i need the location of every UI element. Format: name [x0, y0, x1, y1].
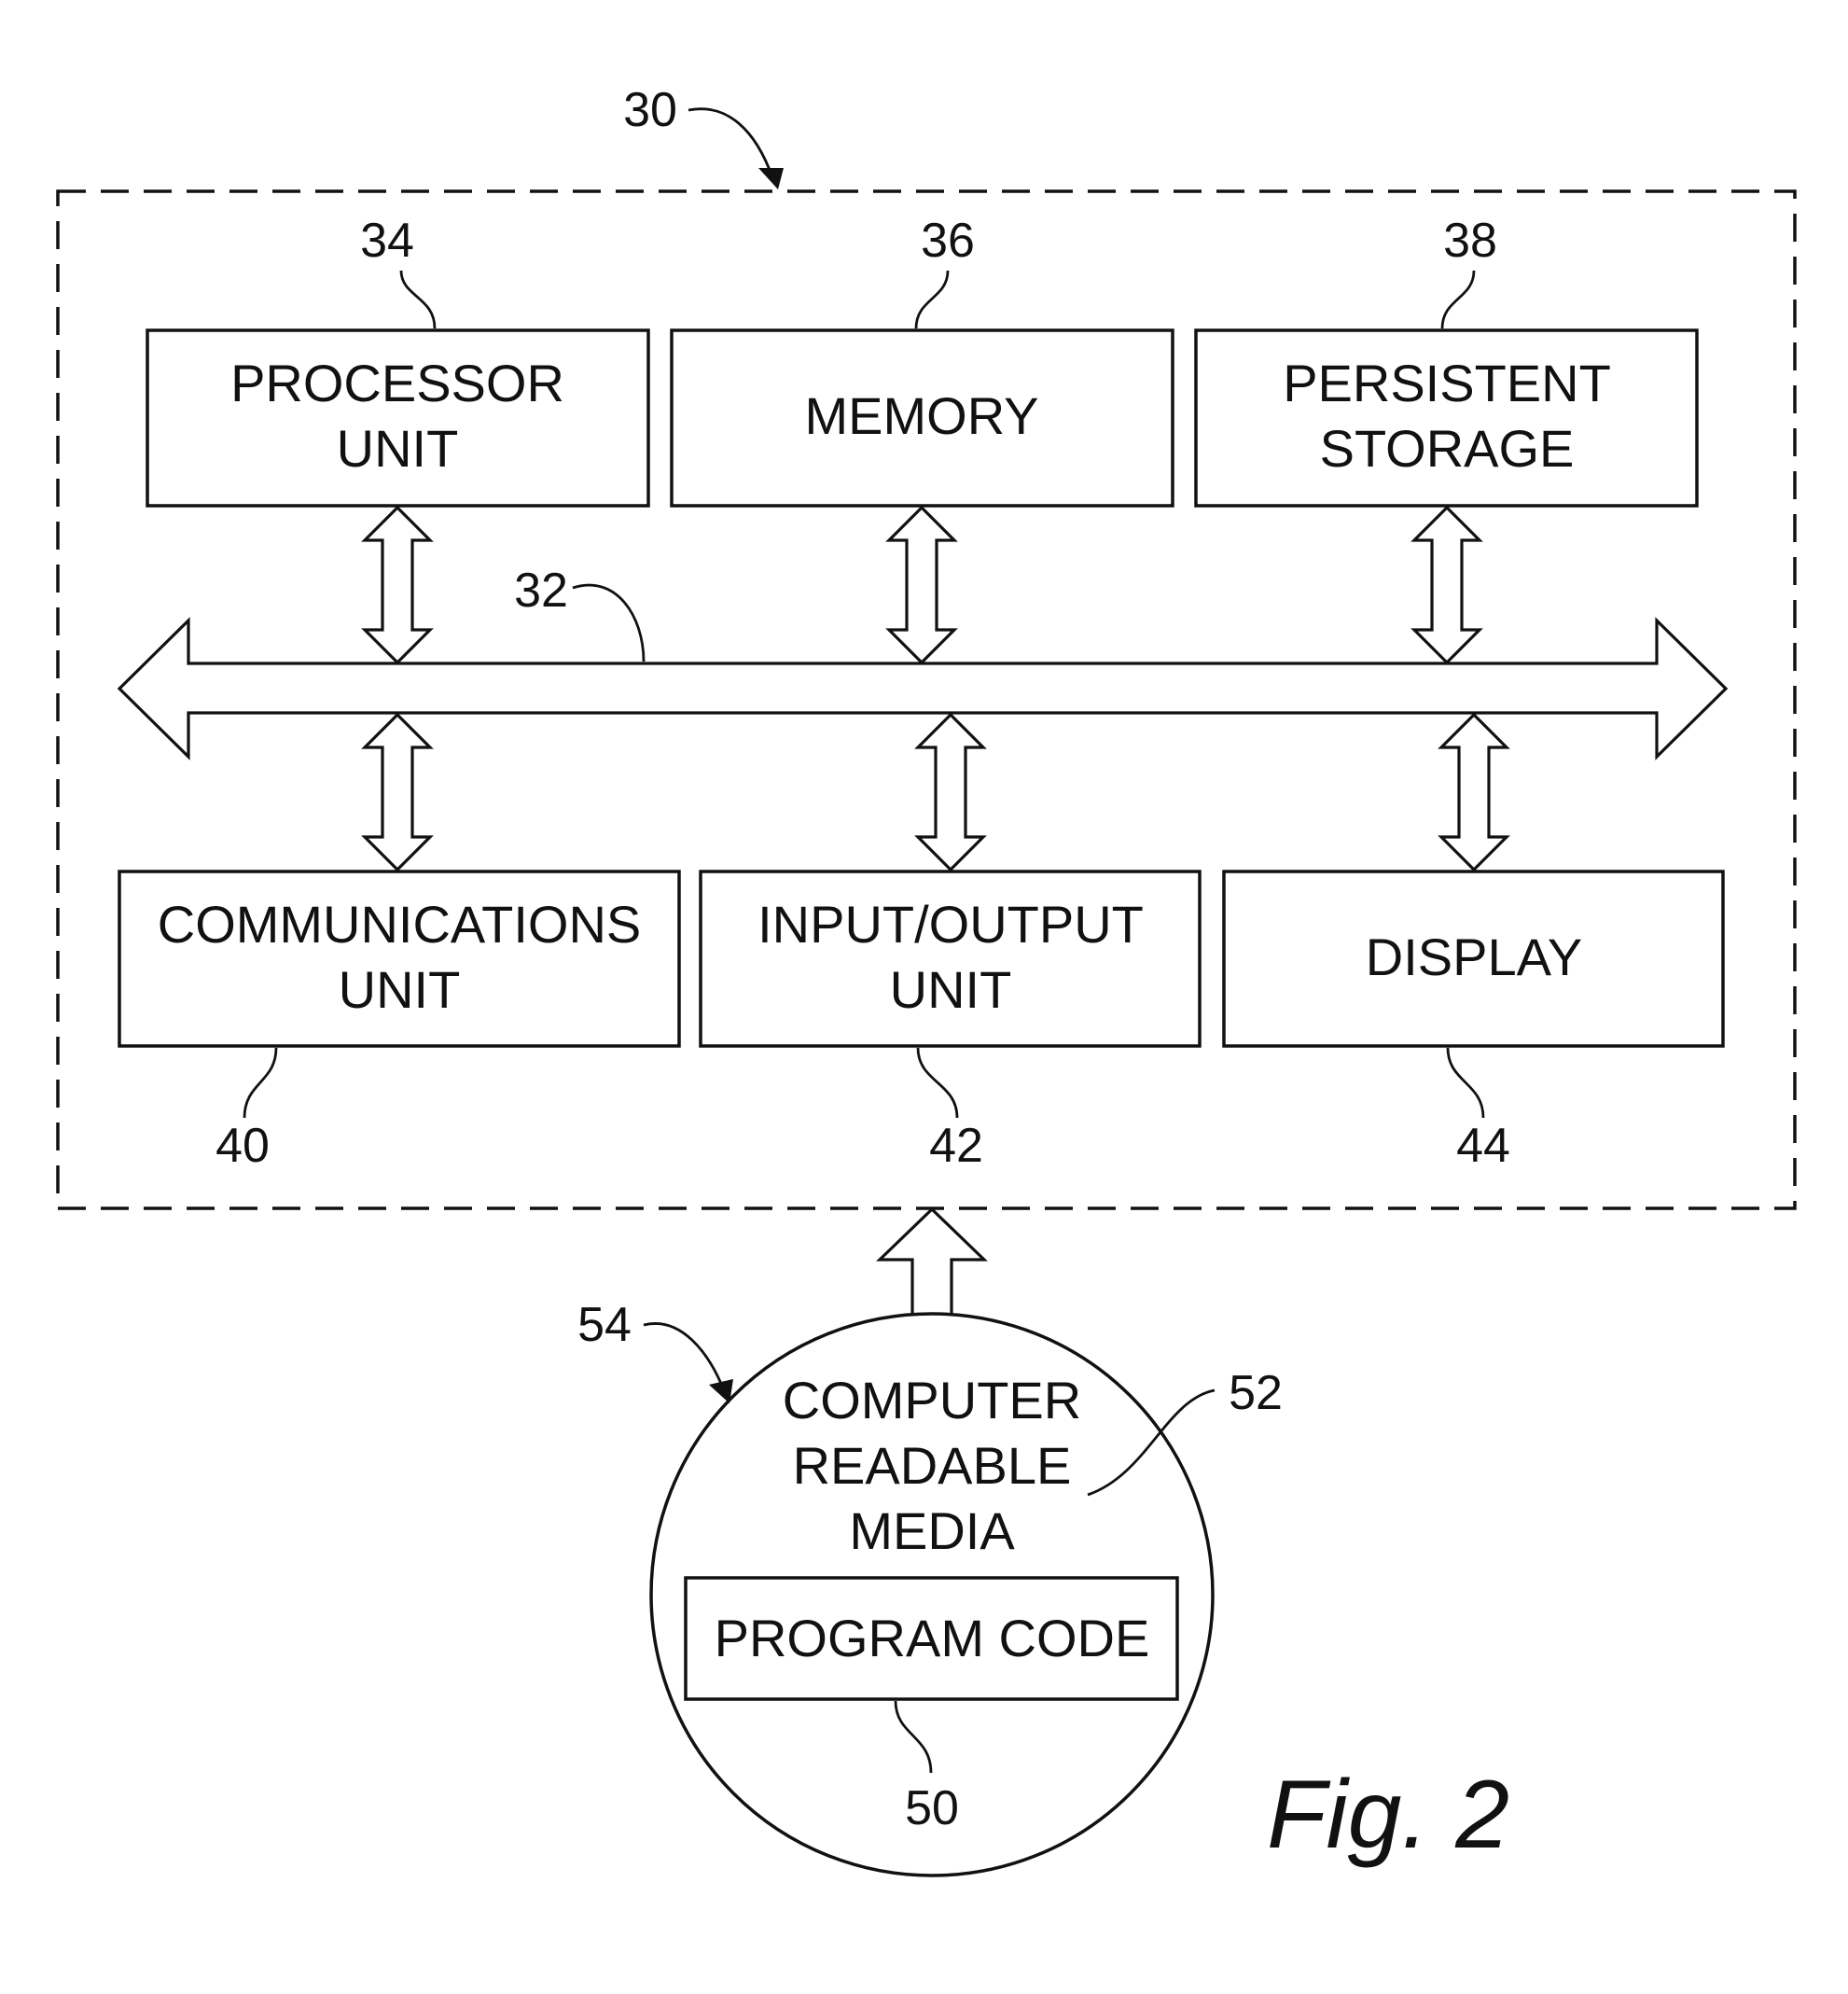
processor-unit-ref-34: 34 — [360, 214, 414, 268]
communications-unit-label-line2: UNIT — [339, 960, 461, 1019]
media-to-system-arrow — [880, 1209, 984, 1323]
product-leader-arrowhead — [709, 1379, 733, 1403]
program-code-label: PROGRAM CODE — [715, 1609, 1150, 1667]
persistent-storage-label-line2: STORAGE — [1320, 419, 1575, 478]
bus-leader — [573, 585, 644, 662]
processor-unit-label-line1: PROCESSOR — [230, 354, 564, 412]
comms-bus-connector — [365, 715, 430, 870]
bus-ref-32: 32 — [514, 564, 568, 618]
memory-bus-connector — [889, 508, 954, 662]
io-unit-label-line1: INPUT/OUTPUT — [757, 895, 1144, 954]
media-label-line1: COMPUTER — [783, 1371, 1081, 1429]
memory-ref-36: 36 — [921, 214, 975, 268]
media-label-line2: READABLE — [793, 1436, 1072, 1495]
figure-caption: Fig. 2 — [1267, 1761, 1509, 1869]
media-label-line3: MEDIA — [849, 1501, 1015, 1560]
system-leader-line — [688, 109, 772, 177]
io-unit-leader — [918, 1048, 957, 1118]
memory-leader — [916, 271, 948, 328]
persistent-storage-ref-38: 38 — [1443, 214, 1497, 268]
product-ref-54: 54 — [577, 1298, 632, 1352]
io-bus-connector — [918, 715, 983, 870]
system-leader-arrowhead — [758, 168, 784, 189]
persistent-storage-leader — [1442, 271, 1474, 328]
program-code-ref-50: 50 — [905, 1781, 959, 1835]
system-ref-30: 30 — [623, 83, 677, 137]
processor-bus-connector — [365, 508, 430, 662]
media-ref-52: 52 — [1229, 1366, 1283, 1420]
display-leader — [1448, 1048, 1483, 1118]
io-unit-ref-42: 42 — [929, 1119, 983, 1173]
product-leader-line — [644, 1323, 724, 1390]
display-ref-44: 44 — [1456, 1119, 1510, 1173]
memory-label: MEMORY — [805, 386, 1039, 445]
display-bus-connector — [1441, 715, 1507, 870]
communications-unit-leader — [244, 1048, 276, 1118]
persistent-storage-label-line1: PERSISTENT — [1283, 354, 1611, 412]
io-unit-label-line2: UNIT — [890, 960, 1012, 1019]
communications-unit-label-line1: COMMUNICATIONS — [158, 895, 642, 954]
communications-unit-ref-40: 40 — [215, 1119, 270, 1173]
processor-unit-label-line2: UNIT — [337, 419, 459, 478]
storage-bus-connector — [1414, 508, 1480, 662]
display-label: DISPLAY — [1366, 927, 1582, 986]
processor-unit-leader — [401, 271, 435, 328]
